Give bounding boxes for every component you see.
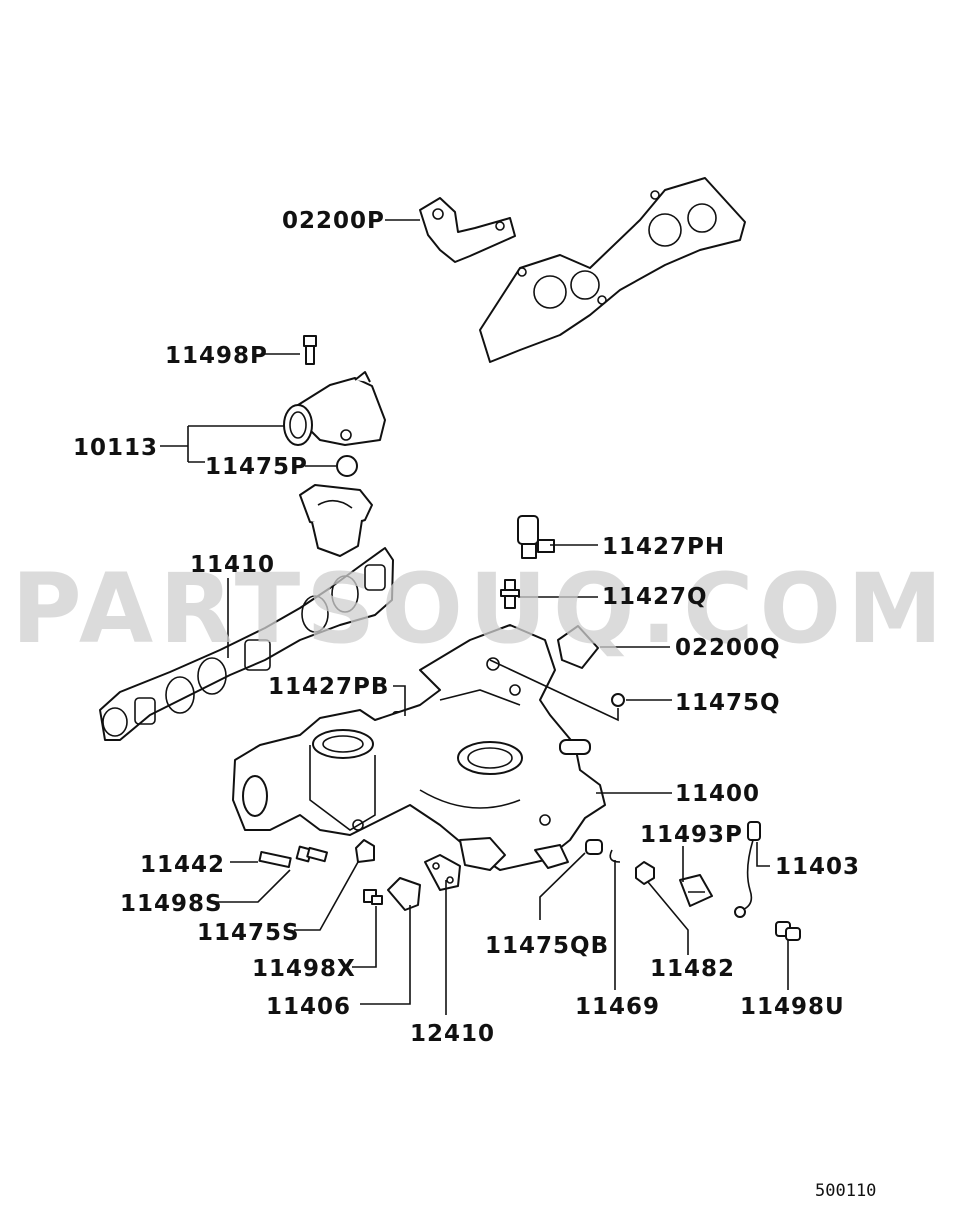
nipple-11427Q-part	[500, 579, 520, 609]
exhaust-gasket-part	[479, 177, 746, 363]
bracket-11493P-part	[679, 874, 713, 907]
label-11442: 11442	[140, 852, 225, 878]
nut-11475Q-part	[611, 693, 625, 707]
label-11482: 11482	[650, 956, 735, 982]
water-outlet-10113-part	[283, 371, 386, 446]
label-11498U: 11498U	[740, 994, 845, 1020]
intake-manifold-11400-part	[232, 624, 606, 871]
sensor-11403-part	[734, 821, 761, 918]
label-11400: 11400	[675, 781, 760, 807]
plug-11475QB-part	[585, 839, 603, 855]
label-11475S: 11475S	[197, 920, 300, 946]
label-11410: 11410	[190, 552, 275, 578]
bracket-02200Q-part	[557, 625, 599, 669]
label-11427PB: 11427PB	[268, 674, 389, 700]
label-11498S: 11498S	[120, 891, 223, 917]
label-11498X: 11498X	[252, 956, 356, 982]
gasket-12410-part	[424, 854, 461, 891]
label-02200Q: 02200Q	[675, 635, 781, 661]
stud-11442-part	[258, 850, 292, 869]
bolt-11498P-part	[303, 335, 317, 365]
label-11498P: 11498P	[165, 343, 268, 369]
label-11427Q: 11427Q	[602, 584, 708, 610]
bracket-02200P-part	[419, 197, 516, 263]
bolt-11498X-part	[363, 889, 383, 905]
label-11475QB: 11475QB	[485, 933, 609, 959]
intake-gasket-11410-part	[99, 547, 394, 741]
leader-lines	[160, 219, 789, 1015]
label-10113: 10113	[73, 435, 158, 461]
label-11403: 11403	[775, 854, 860, 880]
label-12410: 12410	[410, 1021, 495, 1047]
label-11427PH: 11427PH	[602, 534, 725, 560]
bolt-11498U-part	[775, 921, 801, 941]
label-11469: 11469	[575, 994, 660, 1020]
bolt-11498S-part	[295, 845, 328, 863]
ring-11469-part	[609, 849, 621, 863]
thermostat-part	[299, 484, 373, 557]
label-02200P: 02200P	[282, 208, 385, 234]
pcv-valve-11427PH-part	[517, 515, 555, 559]
watermark: PARTSOUQ.COM	[11, 553, 948, 665]
label-11475Q: 11475Q	[675, 690, 781, 716]
cover-11406-part	[387, 877, 421, 911]
label-11406: 11406	[266, 994, 351, 1020]
label-11493P: 11493P	[640, 822, 743, 848]
figure-number: 500110	[815, 1181, 876, 1201]
plug-11475P-part	[336, 455, 358, 477]
label-11475P: 11475P	[205, 454, 308, 480]
nut-11482-part	[635, 861, 655, 885]
plug-11475S-part	[355, 839, 375, 863]
